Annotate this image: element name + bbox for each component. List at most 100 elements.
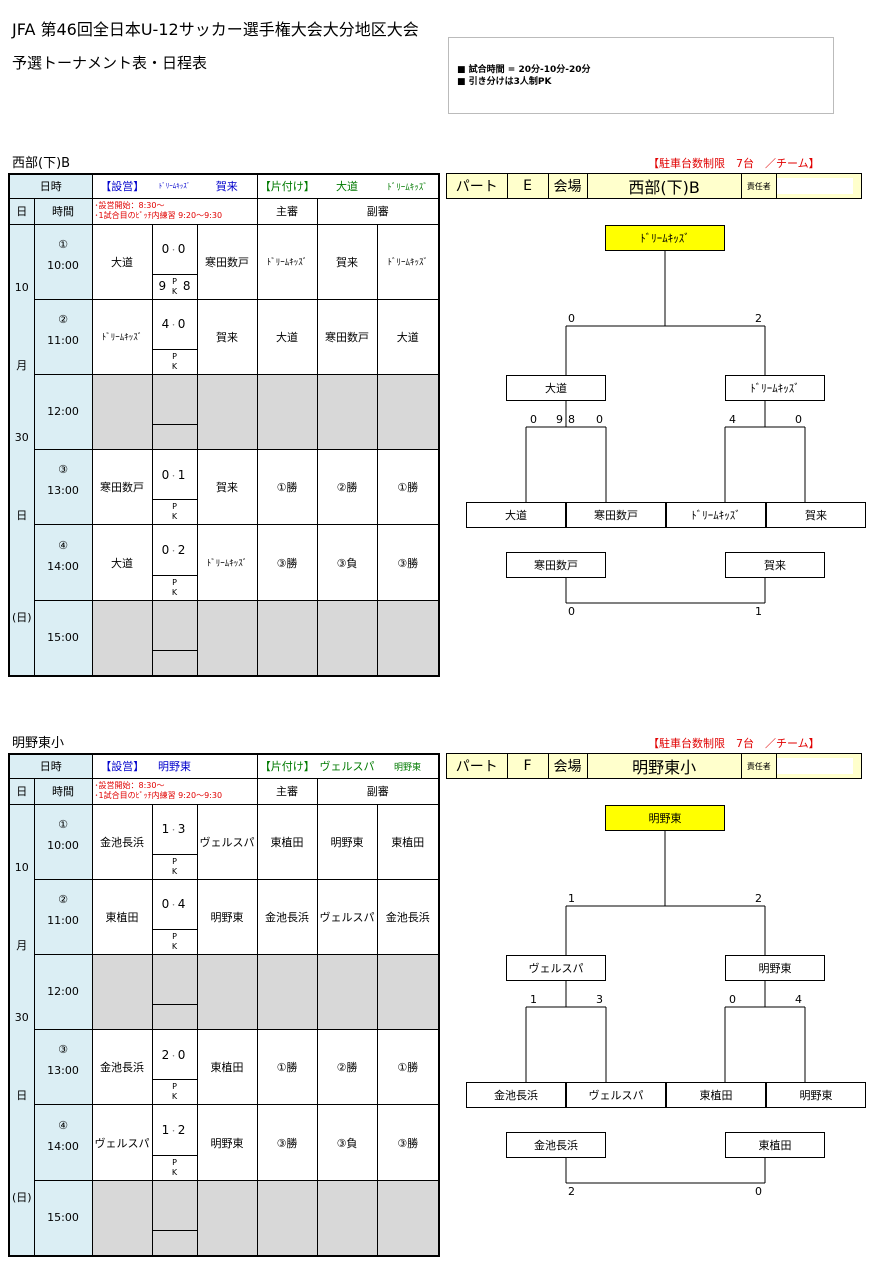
pk-k: K [171,587,178,597]
assistant-referee-2: ③勝 [376,524,440,601]
pk-k: K [171,1092,178,1102]
venue-value: 西部(下)B [588,174,742,198]
page-subtitle: 予選トーナメント表・日程表 [12,54,208,72]
away-score: 2 [177,1123,188,1138]
away-team: 賀来 [196,298,258,375]
date-part: 10 [14,280,29,294]
third-place-score: 0 [568,605,575,618]
home-team: 東植田 [91,878,153,955]
final-score: 0 [568,312,575,325]
semi-score: 4 [795,993,802,1006]
away-score: 1 [177,467,188,482]
page-title: JFA 第46回全日本U-12サッカー選手権大会大分地区大会 [12,20,419,39]
break-cell [316,1179,378,1257]
referee: ③勝 [256,1104,318,1181]
match-time: 11:00 [47,913,79,927]
break-cell [91,1179,153,1257]
score-separator: ･ [171,321,178,332]
break-cell [376,599,440,677]
match-time: 10:00 [47,838,79,852]
bracket-team-box: 金池長浜 [466,1082,566,1108]
bracket-third-box: 金池長浜 [506,1132,606,1158]
away-score: 4 [177,897,188,912]
table-row: 12:00 [9,953,440,1031]
match-number: ① [58,237,68,251]
match-time: 14:00 [47,559,79,573]
header-day-label: 日 [8,197,35,225]
parking-limit: 【駐車台数制限 7台 ／チーム】 [648,737,820,750]
break-cell [151,1004,198,1031]
break-cell [151,599,198,652]
assistant-referee-2: ①勝 [376,449,440,526]
away-team: 寒田数戸 [196,223,258,300]
cleanup-team: ヴェルスパ [317,753,377,779]
score-separator: ･ [171,826,178,836]
match-number: ③ [58,463,68,477]
semi-score: 0 [729,993,736,1006]
break-cell [196,373,258,451]
schedule-table: 日時【設営】明野東【片付け】ヴェルスパ明野東日時間･設営開始：8:30～･1試合… [8,753,440,1257]
home-team: 金池長浜 [91,803,153,880]
date-part: 日 [16,508,28,522]
away-score: 2 [177,543,188,558]
score-separator: ･ [171,246,178,256]
score-separator: ･ [171,547,178,558]
semi-score: 0 [530,413,537,426]
assistant-referee-1: 明野東 [316,803,378,880]
match-time: 12:00 [47,405,79,419]
match-number: ② [58,312,68,326]
warmup-note: ･1試合目のﾋﾟｯﾁ内練習 9:20～9:30 [94,211,223,220]
schedule-table: 日時【設営】ﾄﾞﾘｰﾑｷｯｽﾞ賀来【片付け】大道ﾄﾞﾘｰﾑｷｯｽﾞ日時間･設営開… [8,173,440,677]
pk-p: P [172,1082,177,1092]
pk-p: P [172,1157,177,1167]
referee: ③勝 [256,524,318,601]
header-time-label: 時間 [33,777,93,805]
cleanup-team: 大道 [317,173,377,199]
semi-score: 3 [596,993,603,1006]
home-score: 0 [161,543,172,558]
third-place-score: 2 [568,1185,575,1198]
match-time: 10:00 [47,258,79,272]
part-label: パート [447,174,508,198]
break-cell [316,599,378,677]
time-cell: ② 11:00 [33,878,93,955]
break-cell [376,953,440,1031]
responsible-value [776,758,853,774]
semi-score: 4 [729,413,736,426]
date-part: 30 [14,430,29,444]
setup-notes: ･設営開始：8:30～･1試合目のﾋﾟｯﾁ内練習 9:20～9:30 [91,777,258,805]
setup-label: 【設営】 [91,173,152,199]
setup-start-note: ･設営開始：8:30～ [94,781,165,790]
pk-p: P [172,856,177,866]
pk-k: K [171,1167,178,1177]
bracket-team-box: ヴェルスパ [566,1082,666,1108]
referee: 大道 [256,298,318,375]
setup-team: ﾄﾞﾘｰﾑｷｯｽﾞ [152,173,197,199]
semi-score: 0 [795,413,802,426]
venue-label: 会場 [549,754,588,778]
match-number: ② [58,892,68,906]
part-value: E [508,174,549,198]
break-cell [151,650,198,676]
table-row: 15:00 [9,1179,440,1257]
match-time: 12:00 [47,985,79,999]
match-number: ③ [58,1043,68,1057]
bracket-third-box: 東植田 [725,1132,825,1158]
date-part: 月 [16,358,28,372]
break-cell [151,424,198,451]
bracket-team-box: 寒田数戸 [566,502,666,528]
warmup-note: ･1試合目のﾋﾟｯﾁ内練習 9:20～9:30 [94,791,223,800]
bracket-team-box: 東植田 [666,1082,766,1108]
